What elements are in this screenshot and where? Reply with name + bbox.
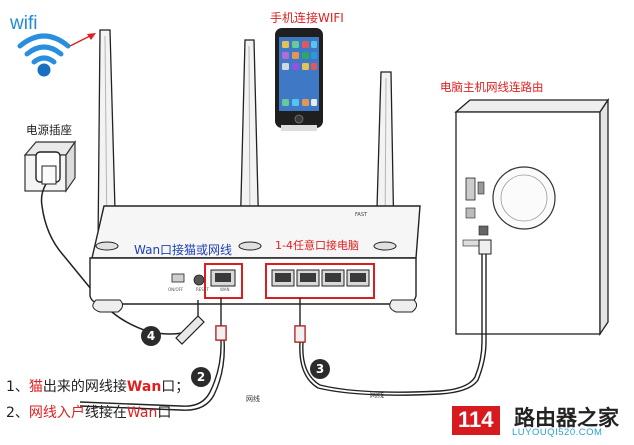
router-icon — [89, 205, 421, 313]
phone-label: 手机连接WIFI — [270, 11, 344, 25]
wifi-label: wifi — [10, 13, 38, 34]
note-2-wan: Wan — [126, 405, 158, 421]
power-socket-label: 电源插座 — [26, 123, 72, 137]
computer-icon — [454, 97, 610, 337]
phone-icon — [275, 28, 323, 131]
wan-port-highlight — [204, 263, 243, 299]
note-1-prefix: 1、 — [6, 379, 29, 395]
note-2-text: 线接在 — [84, 405, 127, 421]
pc-label: 电脑主机网线连路由 — [440, 80, 544, 94]
wifi-icon — [17, 33, 71, 77]
rj45-plug-icon — [175, 239, 492, 345]
note-2-highlight: 网线入户 — [28, 405, 85, 421]
note-1-highlight: 猫 — [28, 379, 43, 395]
wan-port-label: Wan口接猫或网线 — [134, 243, 233, 257]
step-marker-3: 3 — [310, 359, 330, 379]
note-line-1: 1、猫出来的网线接Wan口； — [6, 380, 189, 394]
step-marker-4: 4 — [141, 326, 161, 346]
watermark-number: 114 — [452, 406, 500, 435]
note-1-wan: Wan — [126, 379, 162, 395]
step-marker-2: 2 — [191, 367, 211, 387]
lan-ports-highlight — [265, 263, 375, 299]
note-line-2: 2、网线入户线接在Wan口 — [6, 406, 171, 420]
arrow-icon — [69, 33, 96, 47]
note-2-suffix: 口 — [157, 405, 172, 421]
watermark-url: LUYOUQI520.COM — [512, 427, 603, 438]
router-brand: FAST — [355, 212, 368, 218]
reset-label: RESET — [196, 287, 209, 292]
watermark-title: 路由器之家 — [514, 406, 619, 430]
note-1-suffix: 口； — [161, 379, 190, 395]
note-1-text: 出来的网线接 — [42, 379, 127, 395]
wan-cable-label: 网线 — [246, 395, 260, 403]
power-switch-label: ON/OFF — [168, 287, 184, 292]
site-watermark: 114 路由器之家 LUYOUQI520.COM — [452, 400, 632, 442]
wan-port-small-label: WAN — [220, 287, 230, 292]
lan-cable-label: 网线 — [370, 391, 384, 399]
note-2-prefix: 2、 — [6, 405, 29, 421]
lan-ports-label: 1-4任意口接电脑 — [275, 239, 359, 252]
